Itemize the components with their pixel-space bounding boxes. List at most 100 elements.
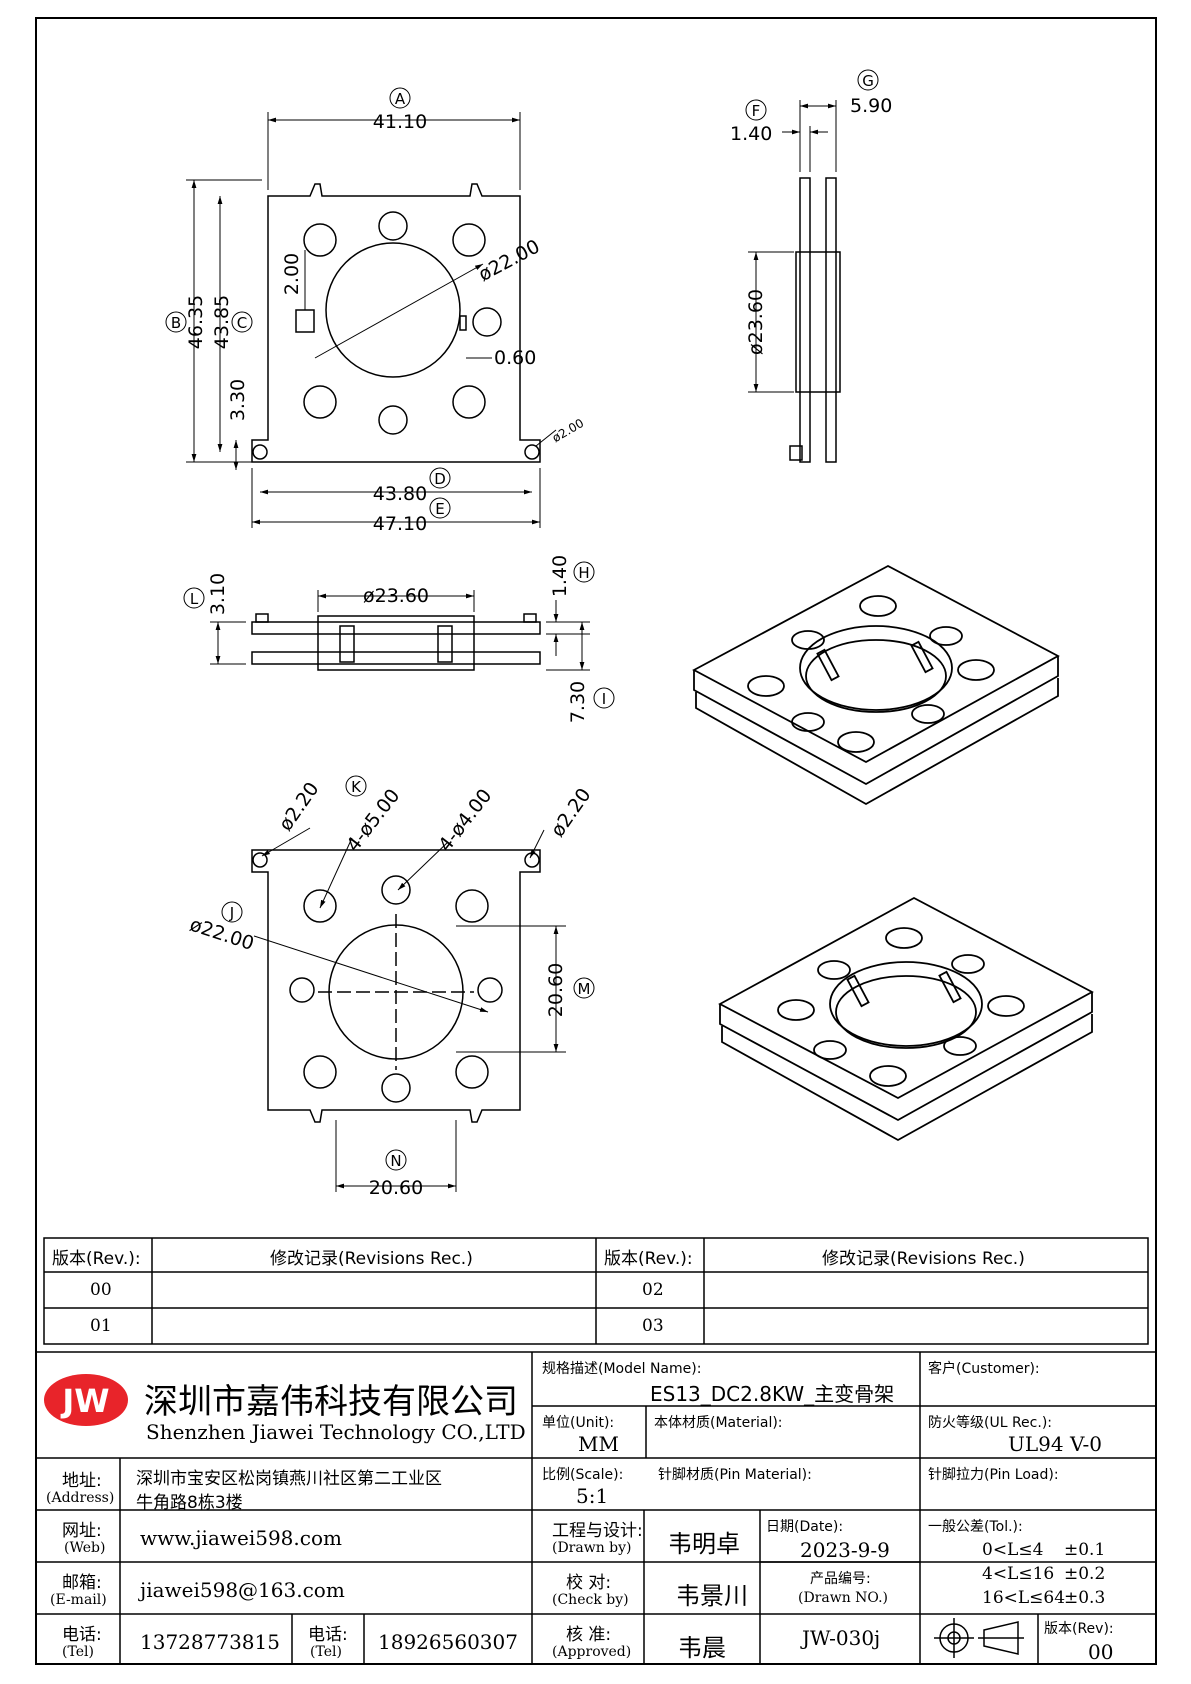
rec-header-left: 修改记录(Revisions Rec.) <box>270 1249 473 1269</box>
top-view <box>251 183 541 463</box>
scale-value: 5:1 <box>576 1484 609 1508</box>
tel2-value: 18926560307 <box>378 1630 518 1654</box>
approved-label: 核 准: <box>566 1625 612 1645</box>
unit-value: MM <box>578 1432 619 1456</box>
svg-text:I: I <box>602 690 606 708</box>
bore-circle <box>325 242 461 378</box>
bottom-view <box>251 849 541 1123</box>
check-value: 韦景川 <box>676 1582 748 1610</box>
tel1-value: 13728773815 <box>140 1630 280 1654</box>
svg-text:N: N <box>390 1152 401 1170</box>
scale-label: 比例(Scale): <box>542 1467 624 1483</box>
front-view-text: ø23.60 L 3.10 H 1.40 I 7.30 <box>183 555 615 723</box>
drawing-no-value: JW-030j <box>802 1626 881 1650</box>
dim-f: 1.40 <box>730 123 772 145</box>
company-name-cn: 深圳市嘉伟科技有限公司 <box>144 1382 518 1422</box>
svg-text:G: G <box>862 72 874 90</box>
rev-01: 01 <box>90 1316 112 1336</box>
dim-n: 20.60 <box>369 1177 423 1199</box>
customer-label: 客户(Customer): <box>928 1361 1040 1377</box>
svg-text:J: J <box>229 904 234 922</box>
tel2-label: 电话: <box>308 1625 348 1645</box>
material-label: 本体材质(Material): <box>654 1415 783 1431</box>
tel-label: 电话: <box>62 1625 102 1645</box>
dim-side-bore: ø23.60 <box>745 289 767 355</box>
bottom-view-dims <box>253 827 566 1192</box>
pin-load-label: 针脚拉力(Pin Load): <box>928 1467 1059 1483</box>
svg-text:L: L <box>190 590 199 608</box>
dim-d: 43.80 <box>373 483 427 505</box>
dim-b: 46.35 <box>185 295 207 349</box>
side-view <box>789 177 841 463</box>
dim-hole-left: ø2.20 <box>275 778 324 835</box>
projection-symbol-icon <box>934 1618 1024 1658</box>
dim-g: 5.90 <box>850 95 892 117</box>
revision-table-lines <box>43 1237 1149 1345</box>
rev-header-left: 版本(Rev.): <box>52 1249 141 1269</box>
svg-text:B: B <box>171 314 181 332</box>
company-logo: JW <box>44 1374 128 1426</box>
rev-00: 00 <box>90 1280 112 1300</box>
dim-front-bore: ø23.60 <box>363 585 429 607</box>
dim-m: 20.60 <box>545 963 567 1017</box>
company-name-en: Shenzhen Jiawei Technology CO.,LTD <box>146 1420 526 1444</box>
isometric-view-top <box>692 564 1060 806</box>
tol-label: 一般公差(Tol.): <box>928 1519 1023 1535</box>
bottom-view-outline <box>251 849 541 1123</box>
date-label: 日期(Date): <box>766 1519 844 1535</box>
date-value: 2023-9-9 <box>800 1538 890 1562</box>
dim-j: ø22.00 <box>187 914 257 955</box>
rev-header-right: 版本(Rev.): <box>604 1249 693 1269</box>
svg-text:C: C <box>237 314 247 332</box>
address-line1: 深圳市宝安区松岗镇燕川社区第二工业区 <box>136 1469 442 1489</box>
email-link[interactable]: jiawei598@163.com <box>140 1578 345 1602</box>
top-view-outline <box>251 183 541 463</box>
dim-top-low: 3.30 <box>227 379 249 421</box>
model-value: ES13_DC2.8KW_主变骨架 <box>650 1382 895 1406</box>
address-line2: 牛角路8栋3楼 <box>136 1493 243 1513</box>
tag-a: A <box>395 90 406 108</box>
rev-02: 02 <box>642 1280 664 1300</box>
ul-label: 防火等级(UL Rec.): <box>928 1415 1052 1431</box>
rev-03: 03 <box>642 1316 664 1336</box>
web-link[interactable]: www.jiawei598.com <box>140 1526 342 1550</box>
drawn-label: 工程与设计: <box>552 1521 643 1541</box>
drawing-frame <box>35 17 1157 1665</box>
svg-text:K: K <box>351 778 362 796</box>
drawn-value: 韦明卓 <box>668 1530 740 1558</box>
model-label: 规格描述(Model Name): <box>542 1361 702 1377</box>
top-view-text: A 41.10 B 46.35 C 43.85 2.00 3.30 ø22.00… <box>165 87 586 535</box>
pin-material-label: 针脚材质(Pin Material): <box>658 1467 812 1483</box>
dim-e: 47.10 <box>373 513 427 535</box>
dim-top-hole: ø2.00 <box>550 416 586 445</box>
side-view-dims <box>748 100 837 393</box>
rec-header-right: 修改记录(Revisions Rec.) <box>822 1249 1025 1269</box>
front-view <box>251 613 541 671</box>
address-label: 地址: <box>62 1471 102 1491</box>
front-view-dims <box>210 590 590 671</box>
drawing-no-label: 产品编号: <box>810 1571 871 1587</box>
check-label: 校 对: <box>566 1573 612 1593</box>
version-value: 00 <box>1088 1640 1114 1664</box>
dim-i: 7.30 <box>567 681 589 723</box>
svg-text:F: F <box>752 102 761 120</box>
web-label: 网址: <box>62 1521 102 1541</box>
approved-value: 韦晨 <box>678 1634 726 1662</box>
dim-small-holes: 4-ø4.00 <box>434 785 496 856</box>
svg-text:JW: JW <box>60 1382 109 1420</box>
dim-top-gap: 0.60 <box>494 347 536 369</box>
dim-a: 41.10 <box>373 111 427 133</box>
top-view-dims <box>186 112 557 528</box>
isometric-view-bottom <box>718 896 1094 1142</box>
email-label: 邮箱: <box>62 1573 102 1593</box>
dim-hole-right: ø2.20 <box>547 784 596 841</box>
side-view-text: G 5.90 F 1.40 ø23.60 <box>730 69 892 355</box>
dim-pin-len: 2.00 <box>281 253 303 295</box>
unit-label: 单位(Unit): <box>542 1415 615 1431</box>
ul-value: UL94 V-0 <box>1008 1432 1103 1456</box>
dim-c: 43.85 <box>211 295 233 349</box>
dim-l: 3.10 <box>207 573 229 615</box>
svg-text:D: D <box>434 470 446 488</box>
svg-text:M: M <box>578 980 591 998</box>
